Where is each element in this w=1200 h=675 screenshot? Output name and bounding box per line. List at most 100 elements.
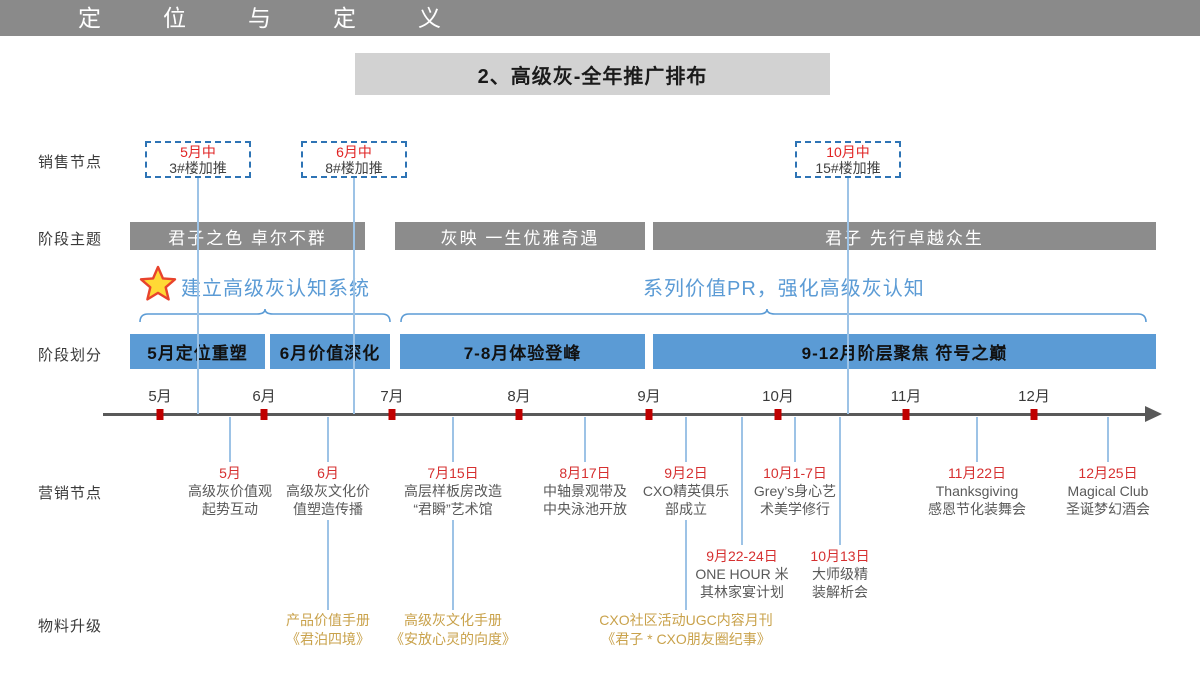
row-label: 销售节点 <box>38 154 103 171</box>
sales-node-date: 5月中 <box>180 144 216 160</box>
marketing-node: 8月17日中轴景观带及中央泳池开放 <box>543 464 627 518</box>
connector-line <box>847 178 849 414</box>
month-label: 5月 <box>148 388 172 405</box>
marketing-node-text: Grey’s身心艺 <box>753 483 837 499</box>
timeline-axis <box>103 413 1147 416</box>
marketing-node-date: 7月15日 <box>427 465 479 481</box>
phase-theme-bar: 君子之色 卓尔不群 <box>130 222 365 250</box>
row-label: 营销节点 <box>38 485 103 502</box>
sales-node-label: 15#楼加推 <box>815 160 881 176</box>
marketing-node-date: 8月17日 <box>559 465 611 481</box>
marketing-node-text: 大师级精 <box>812 566 868 582</box>
slide-title-box: 2、高级灰-全年推广排布 <box>355 53 830 95</box>
month-label: 9月 <box>637 388 661 405</box>
marketing-node-text: 高层样板房改造 <box>404 483 502 499</box>
marketing-node-text: 圣诞梦幻酒会 <box>1066 501 1150 517</box>
timeline-arrow-icon <box>1145 406 1162 422</box>
connector-line <box>685 520 687 610</box>
connector-line <box>685 417 687 462</box>
marketing-node-text: 感恩节化装舞会 <box>928 501 1026 517</box>
material-node-text: 《安放心灵的向度》 <box>390 631 516 647</box>
connector-line <box>839 417 841 545</box>
connector-line <box>976 417 978 462</box>
marketing-node-date: 9月2日 <box>664 465 708 481</box>
marketing-node-text: ONE HOUR 米 <box>695 566 789 582</box>
marketing-node-date: 6月 <box>317 465 339 481</box>
marketing-node-text: 部成立 <box>665 501 707 517</box>
month-label: 6月 <box>252 388 276 405</box>
marketing-node-text: 中央泳池开放 <box>543 501 627 517</box>
connector-line <box>229 417 231 462</box>
marketing-node: 10月1-7日 Grey’s身心艺术美学修行 <box>754 464 836 518</box>
sales-node-label: 3#楼加推 <box>169 160 227 176</box>
connector-line <box>452 520 454 610</box>
connector-line <box>794 417 796 462</box>
phase-theme-bar: 灰映 一生优雅奇遇 <box>395 222 645 250</box>
material-node-text: 《君泊四境》 <box>286 631 370 647</box>
row-label: 阶段主题 <box>38 231 103 248</box>
month-marker <box>774 409 782 420</box>
marketing-node: 6月高级灰文化价值塑造传播 <box>286 464 370 518</box>
marketing-node-text: 高级灰文化价 <box>286 483 370 499</box>
month-label: 12月 <box>1018 388 1050 405</box>
marketing-node-date: 5月 <box>219 465 241 481</box>
month-label: 8月 <box>507 388 531 405</box>
slide-title: 2、高级灰-全年推广排布 <box>477 65 708 88</box>
star-icon <box>139 265 177 301</box>
marketing-node-text: 高级灰价值观 <box>188 483 272 499</box>
marketing-node-date: 10月1-7日 <box>763 465 827 481</box>
month-marker <box>515 409 523 420</box>
phase-division-bar: 6月价值深化 <box>270 334 390 369</box>
marketing-node: 10月13日大师级精装解析会 <box>810 547 869 601</box>
material-node-text: 产品价值手册 <box>286 612 370 628</box>
top-banner: 定位与定义 <box>0 0 1200 36</box>
marketing-node-text: 术美学修行 <box>759 501 830 517</box>
connector-line <box>452 417 454 462</box>
connector-line <box>327 417 329 462</box>
brace-left <box>139 309 391 323</box>
connector-line <box>327 520 329 610</box>
marketing-node-text: 值塑造传播 <box>293 501 363 517</box>
sales-node-label: 8#楼加推 <box>325 160 383 176</box>
marketing-node-date: 11月22日 <box>947 465 1007 481</box>
marketing-node: 7月15日高层样板房改造 “君瞬”艺术馆 <box>404 464 502 518</box>
month-marker <box>156 409 164 420</box>
marketing-node-text: 其林家宴计划 <box>700 584 784 600</box>
marketing-node-text: Thanksgiving <box>935 483 1019 499</box>
row-label: 物料升级 <box>38 618 103 635</box>
connector-line <box>741 417 743 545</box>
page-title: 定位与定义 <box>78 5 503 31</box>
marketing-node-text: 装解析会 <box>812 584 868 600</box>
material-node-text: 高级灰文化手册 <box>404 612 502 628</box>
insight-text-right: 系列价值PR，强化高级灰认知 <box>643 278 925 300</box>
marketing-node-text: Magical Club <box>1067 483 1149 499</box>
month-marker <box>645 409 653 420</box>
phase-theme-bar: 君子 先行卓越众生 <box>653 222 1156 250</box>
connector-line <box>584 417 586 462</box>
marketing-node: 11月22日 Thanksgiving 感恩节化装舞会 <box>928 464 1026 518</box>
sales-node-date: 6月中 <box>336 144 372 160</box>
insight-text-left: 建立高级灰认知系统 <box>181 278 370 300</box>
marketing-node-date: 10月13日 <box>810 548 870 564</box>
connector-line <box>353 178 355 414</box>
month-marker <box>1030 409 1038 420</box>
marketing-node: 12月25日 Magical Club 圣诞梦幻酒会 <box>1066 464 1150 518</box>
marketing-node-date: 12月25日 <box>1078 465 1138 481</box>
sales-node-date: 10月中 <box>826 144 870 160</box>
marketing-node-text: “君瞬”艺术馆 <box>413 501 493 517</box>
brace-right <box>400 309 1147 323</box>
row-label: 阶段划分 <box>38 347 103 364</box>
connector-line <box>1107 417 1109 462</box>
month-label: 10月 <box>762 388 794 405</box>
month-marker <box>902 409 910 420</box>
material-node: 产品价值手册《君泊四境》 <box>286 611 370 649</box>
month-label: 11月 <box>890 388 922 405</box>
marketing-node-text: 起势互动 <box>202 501 258 517</box>
connector-line <box>197 178 199 414</box>
